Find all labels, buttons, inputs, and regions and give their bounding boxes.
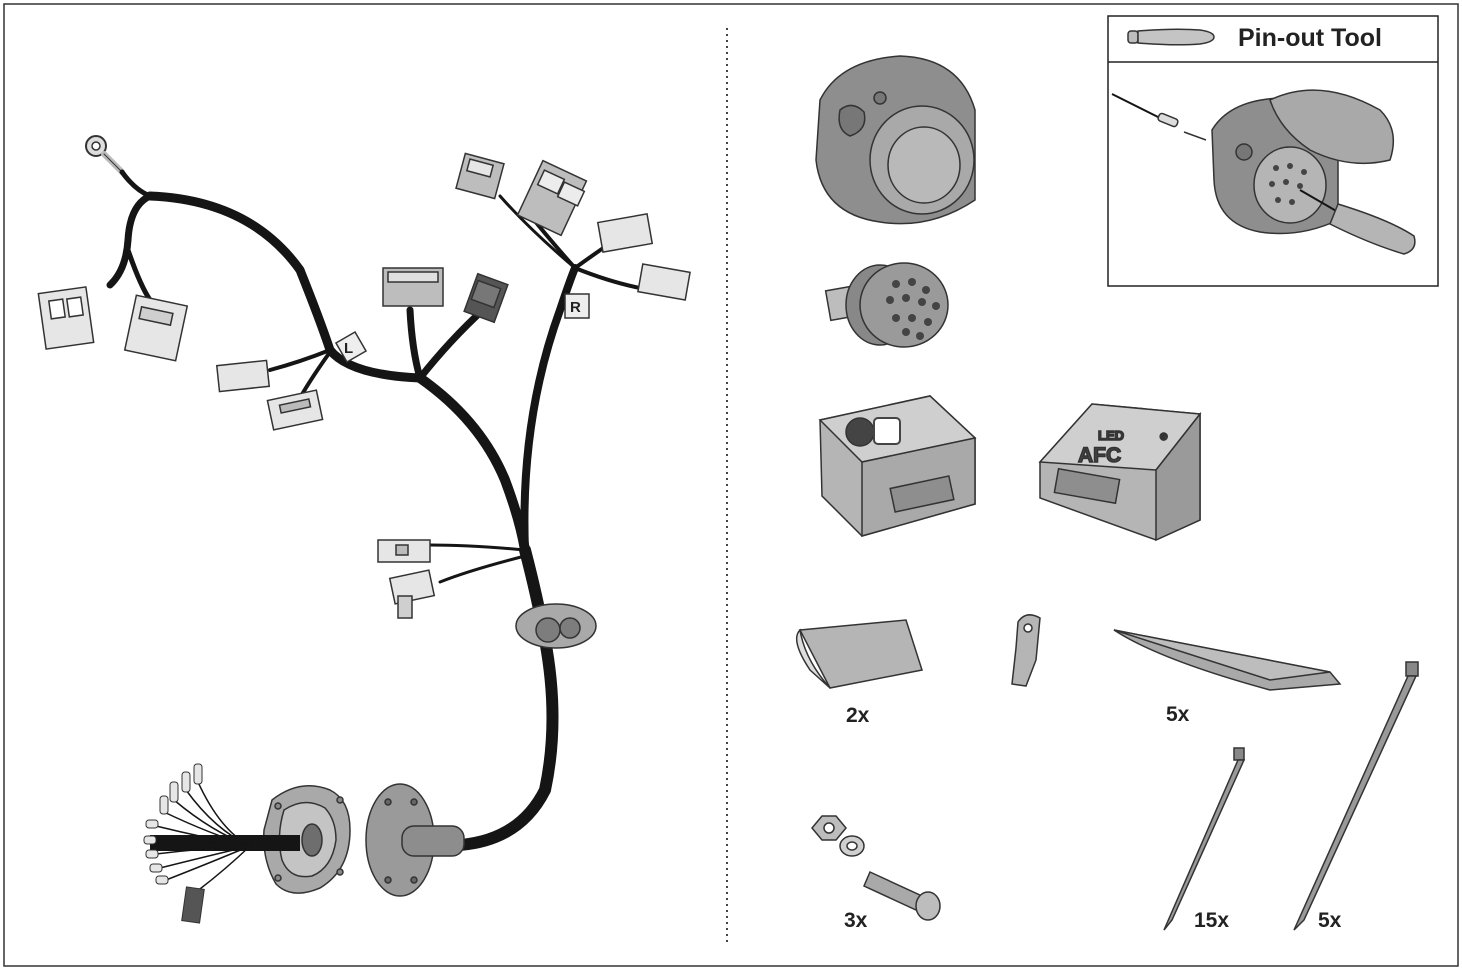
tag-left: L (334, 330, 368, 364)
ring-terminal (85, 135, 125, 175)
tag-right-label: R (570, 299, 581, 316)
connector-top-right (455, 152, 691, 301)
qty-adhesive-pad: 2x (846, 704, 870, 727)
connector-small-pair (377, 539, 436, 619)
cable-tie-small (1163, 747, 1246, 931)
cable-tie-large (1293, 661, 1419, 931)
control-module-cc (818, 395, 977, 537)
tag-left-label: L (344, 340, 353, 357)
afc-logo-text: AFC (1078, 444, 1121, 467)
connector-top-center (382, 267, 509, 324)
foam-strip (1113, 629, 1342, 691)
cable-grommet (515, 603, 597, 649)
loose-pin-wires (153, 781, 251, 893)
socket-seal-assembly (150, 783, 465, 897)
socket-insert (824, 262, 949, 348)
pinout-illustration (1111, 89, 1416, 255)
pinout-tool-icon (1127, 28, 1215, 46)
qty-cable-tie-large: 5x (1318, 909, 1342, 932)
led-logo-text: LED (1098, 428, 1124, 443)
qty-foam-strip: 5x (1166, 703, 1190, 726)
qty-screw-set: 3x (844, 909, 868, 932)
adhesive-pad (795, 619, 923, 689)
outer-frame (3, 3, 1459, 967)
connector-mid-pair (215, 359, 324, 431)
pin-terminals (143, 763, 205, 924)
trailer-socket (815, 55, 976, 225)
pinout-tool-title: Pin-out Tool (1238, 24, 1382, 52)
qty-cable-tie-small: 15x (1194, 909, 1229, 932)
pinout-tool-panel: Pin-out Tool (1107, 15, 1439, 287)
control-module-afc: LED AFC ® (1038, 403, 1202, 542)
connector-left-pair (37, 286, 189, 362)
mounting-bracket (1011, 614, 1041, 687)
tag-right: R (564, 293, 590, 319)
screw-set (811, 815, 941, 921)
cc-logo-icon (845, 417, 901, 447)
wiring-harness (85, 135, 642, 851)
registered-mark: ® (1160, 432, 1168, 443)
